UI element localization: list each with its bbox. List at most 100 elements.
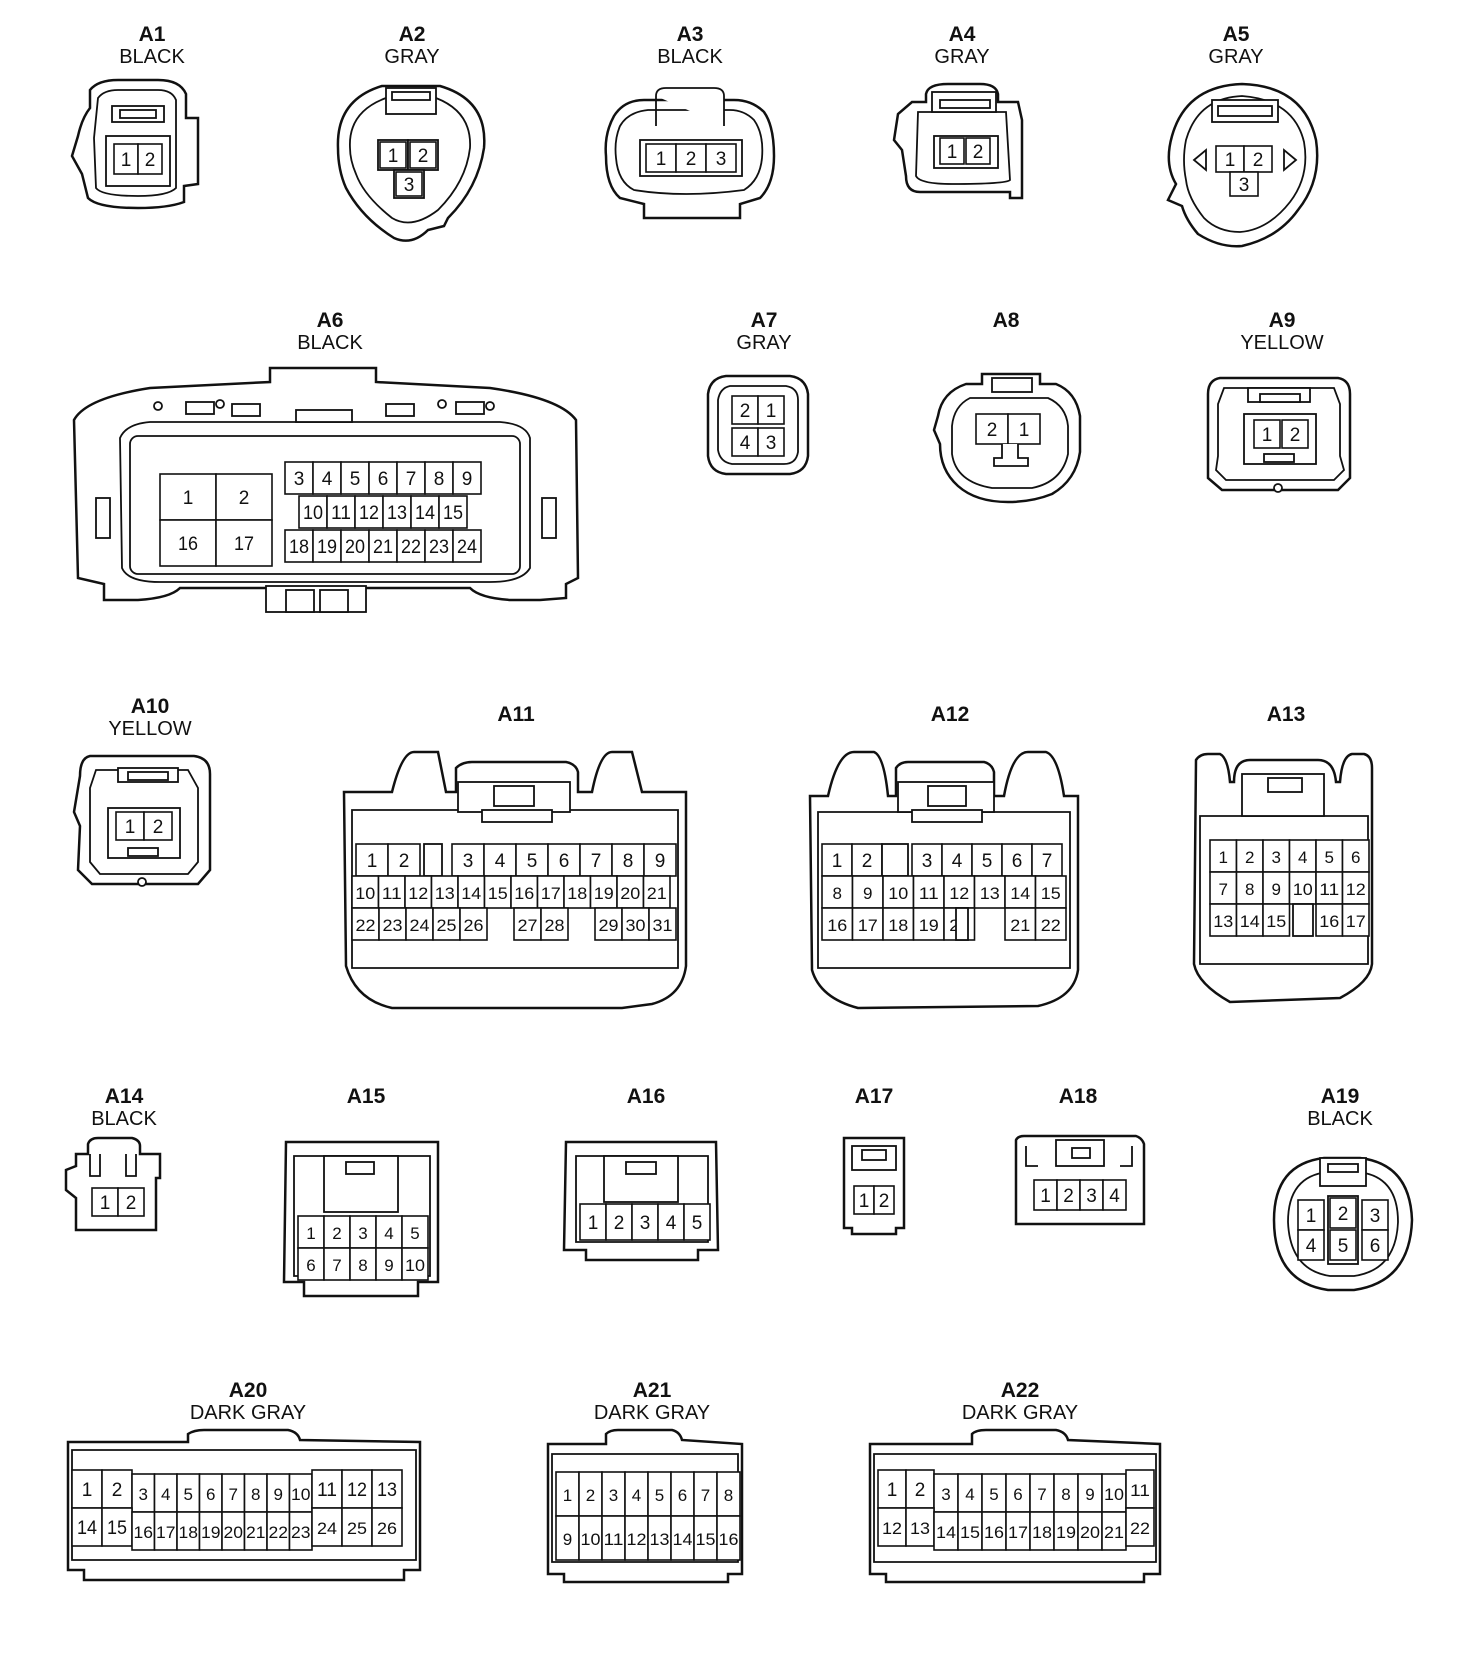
pin-cavity: 24 <box>405 907 434 941</box>
connector-a15-header: A15 <box>266 1086 466 1107</box>
pin-number: 4 <box>495 851 506 872</box>
pin-number: 5 <box>410 1224 419 1243</box>
pin-box <box>589 875 618 909</box>
connector-id: A15 <box>346 1085 386 1108</box>
pin-number: 6 <box>306 1256 315 1275</box>
connector-id: A10 <box>130 695 170 718</box>
pin-number: 1 <box>859 1191 870 1212</box>
pin-cavity: 7 <box>1029 1473 1055 1513</box>
pin-number: 12 <box>359 503 379 524</box>
pin-cavity: 2 <box>143 811 173 841</box>
pin-box <box>459 907 488 941</box>
pin-number: 20 <box>620 884 640 903</box>
connector-id: A9 <box>1268 309 1296 332</box>
pin-number: 5 <box>982 851 993 872</box>
pin-box <box>375 1247 403 1281</box>
pin-number: 5 <box>527 851 538 872</box>
connector-color: BLACK <box>297 332 363 354</box>
pin-box <box>1229 171 1259 197</box>
pin-cavity: 10 <box>351 875 380 909</box>
pin-cavity: 4 <box>957 1473 983 1513</box>
pin-box <box>396 529 426 563</box>
pin-cavity: 6 <box>368 461 398 495</box>
pin-cavity: 1 <box>113 143 139 175</box>
pin-cavity: 2 <box>873 1185 895 1215</box>
pin-cavity: 16 <box>716 1515 741 1561</box>
pin-number: 12 <box>1346 880 1366 899</box>
pin-box <box>757 427 785 457</box>
pin-cavity: 4 <box>657 1203 685 1241</box>
pin-number: 11 <box>1319 880 1339 899</box>
pin-cavity: 10 <box>401 1247 429 1281</box>
pin-number: 1 <box>1040 1186 1051 1207</box>
pin-cavity: 2 <box>851 843 883 877</box>
pin-box <box>409 141 437 169</box>
pin-box <box>645 143 677 173</box>
pin-number: 30 <box>626 916 646 935</box>
pin-cavity: 16 <box>1315 903 1344 937</box>
pin-number: 6 <box>559 851 570 872</box>
pin-box <box>1281 419 1309 449</box>
pin-cavity: 31 <box>648 907 677 941</box>
connector-color: BLACK <box>119 46 185 68</box>
pin-cavity: 1 <box>297 1215 325 1249</box>
connector-color: GRAY <box>1208 46 1264 68</box>
pin-number: 26 <box>464 916 484 935</box>
pin-number: 3 <box>294 469 305 490</box>
pin-cavity: 17 <box>1341 903 1370 937</box>
pin-number: 16 <box>719 1530 739 1549</box>
pin-number: 21 <box>647 884 667 903</box>
pin-number: 11 <box>331 503 351 524</box>
pin-cavity: 2 <box>323 1215 351 1249</box>
connector-color: BLACK <box>1307 1108 1373 1130</box>
pin-number: 2 <box>153 817 164 838</box>
pin-number: 28 <box>545 916 565 935</box>
pin-number: 9 <box>274 1485 283 1504</box>
pin-box <box>340 461 370 495</box>
pin-cavity: 12 <box>1341 871 1370 905</box>
pin-box <box>1034 875 1067 909</box>
pin-number: 15 <box>696 1530 716 1549</box>
pin-box <box>1053 1511 1079 1551</box>
pin-box <box>401 1247 429 1281</box>
pin-number: 9 <box>655 851 666 872</box>
pin-cavity: 11 <box>912 875 945 909</box>
pin-cavity: 14 <box>1235 903 1264 937</box>
pin-number: 7 <box>229 1485 238 1504</box>
pin-cavity: 20 <box>616 875 645 909</box>
connector-color: GRAY <box>736 332 792 354</box>
pin-box <box>675 143 707 173</box>
pin-cavity: 3 <box>757 427 785 457</box>
pin-number: 12 <box>627 1530 647 1549</box>
pin-number: 16 <box>827 916 847 935</box>
connector-id: A8 <box>992 309 1020 332</box>
pin-cavity: 2 <box>409 141 437 169</box>
pin-cavity: 21 <box>368 529 398 563</box>
pin-number: 13 <box>435 884 455 903</box>
pin-number: 19 <box>1056 1523 1076 1542</box>
pin-number: 7 <box>1219 880 1228 899</box>
pin-cavity: 10 <box>578 1515 603 1561</box>
pin-cavity: 6 <box>1001 843 1033 877</box>
pin-cavity: 23 <box>288 1511 313 1551</box>
pin-cavity: 15 <box>1262 903 1291 937</box>
pin-cavity: 1 <box>379 141 407 169</box>
pin-cavity: 30 <box>621 907 650 941</box>
pin-cavity: 11 <box>311 1469 343 1509</box>
pin-number: 22 <box>401 537 421 558</box>
pin-cavity: 1 <box>115 811 145 841</box>
pin-box <box>912 907 945 941</box>
pin-cavity: 15 <box>957 1511 983 1551</box>
pin-cavity: 2 <box>1329 1197 1357 1229</box>
connector-id: A14 <box>104 1085 144 1108</box>
pin-cavity: 13 <box>430 875 459 909</box>
pin-cavity: 2 <box>387 843 421 877</box>
pin-number: 2 <box>1338 1204 1349 1225</box>
